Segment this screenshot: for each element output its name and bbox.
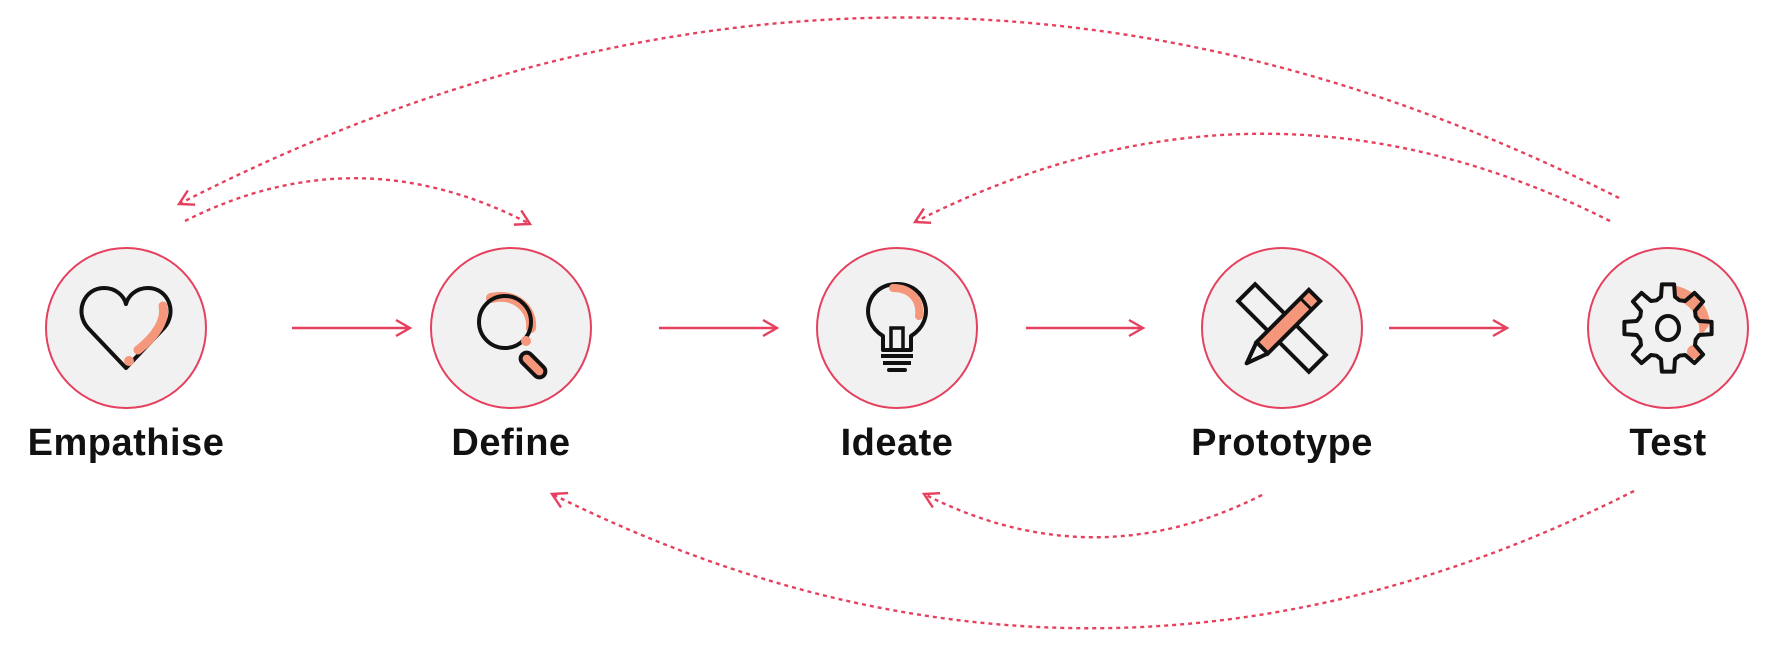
stage-circle [45,247,207,409]
stage-label-ideate: Ideate [840,422,954,464]
stage-label-test: Test [1629,422,1707,464]
stage-ideate [816,247,978,409]
stage-label-define: Define [451,422,571,464]
lightbulb-icon [866,282,928,372]
loop-arrow-test-to-ideate [912,132,1611,225]
loop-arrow-empathise-to-define [184,177,533,226]
stage-label-prototype: Prototype [1191,422,1373,464]
heart-icon [79,286,173,370]
loop-arrow-test-to-empathise [176,16,1620,206]
loop-arrow-prototype-to-ideate [921,492,1263,539]
ruler-pencil-icon [1235,281,1329,375]
stage-test [1587,247,1749,409]
stage-circle [1587,247,1749,409]
gear-icon [1622,282,1714,374]
stage-circle [430,247,592,409]
stage-label-empathise: Empathise [27,422,225,464]
stage-empathise [45,247,207,409]
stage-prototype [1201,247,1363,409]
stage-define [430,247,592,409]
loop-arrow-test-to-define [549,489,1635,630]
magnifier-icon [477,291,548,380]
